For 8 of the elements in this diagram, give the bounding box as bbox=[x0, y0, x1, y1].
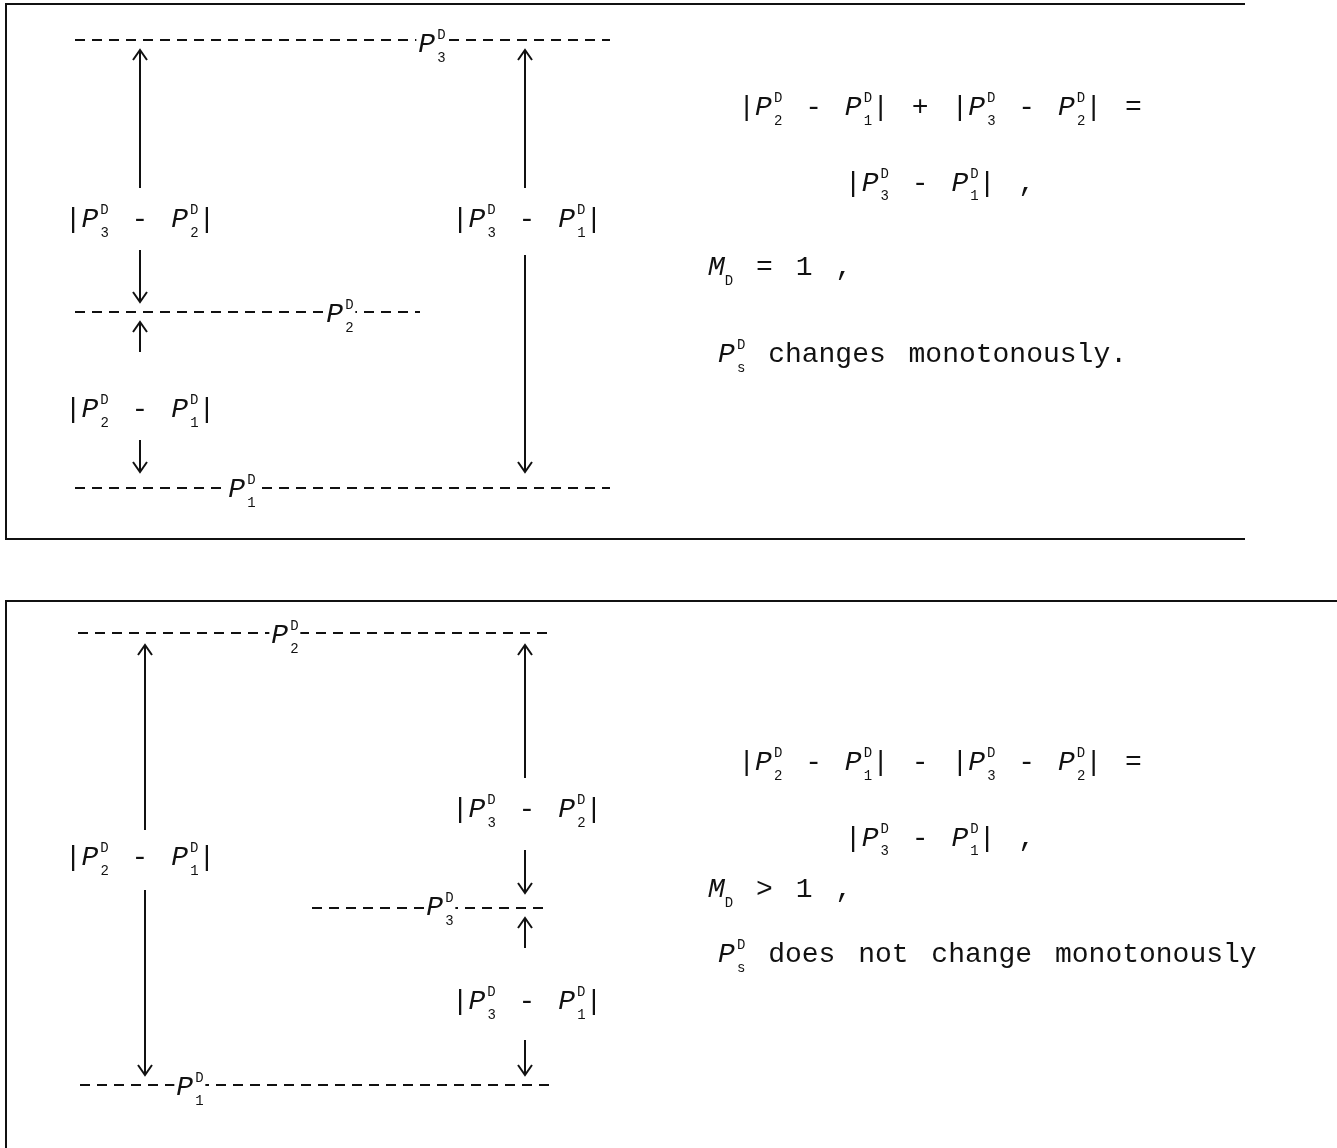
panel-frame bbox=[5, 600, 1337, 1148]
equation-text: |P$^{D}$$_{2}$ - P$^{D}$$_{1}$| - |P$^{D}$$_{3}$ - P$^{D}$$_{2}$| = |P$^{D}$$_{3}$ - P$^{D}$$_{1}$| , bbox=[737, 744, 1143, 862]
statement-text: M$_{D}$ > 1 , bbox=[708, 873, 853, 914]
panel-frame bbox=[5, 3, 1245, 540]
statement-text: M$_{D}$ = 1 , bbox=[708, 251, 853, 292]
statement-text: P$^{D}$$_{s}$ does not change monotonously bbox=[718, 936, 1257, 979]
equation-text: |P$^{D}$$_{2}$ - P$^{D}$$_{1}$| + |P$^{D}$$_{3}$ - P$^{D}$$_{2}$| = |P$^{D}$$_{3}$ - P$^{D}$$_{1}$| , bbox=[737, 89, 1143, 207]
statement-text: P$^{D}$$_{s}$ changes monotonously. bbox=[718, 336, 1127, 379]
